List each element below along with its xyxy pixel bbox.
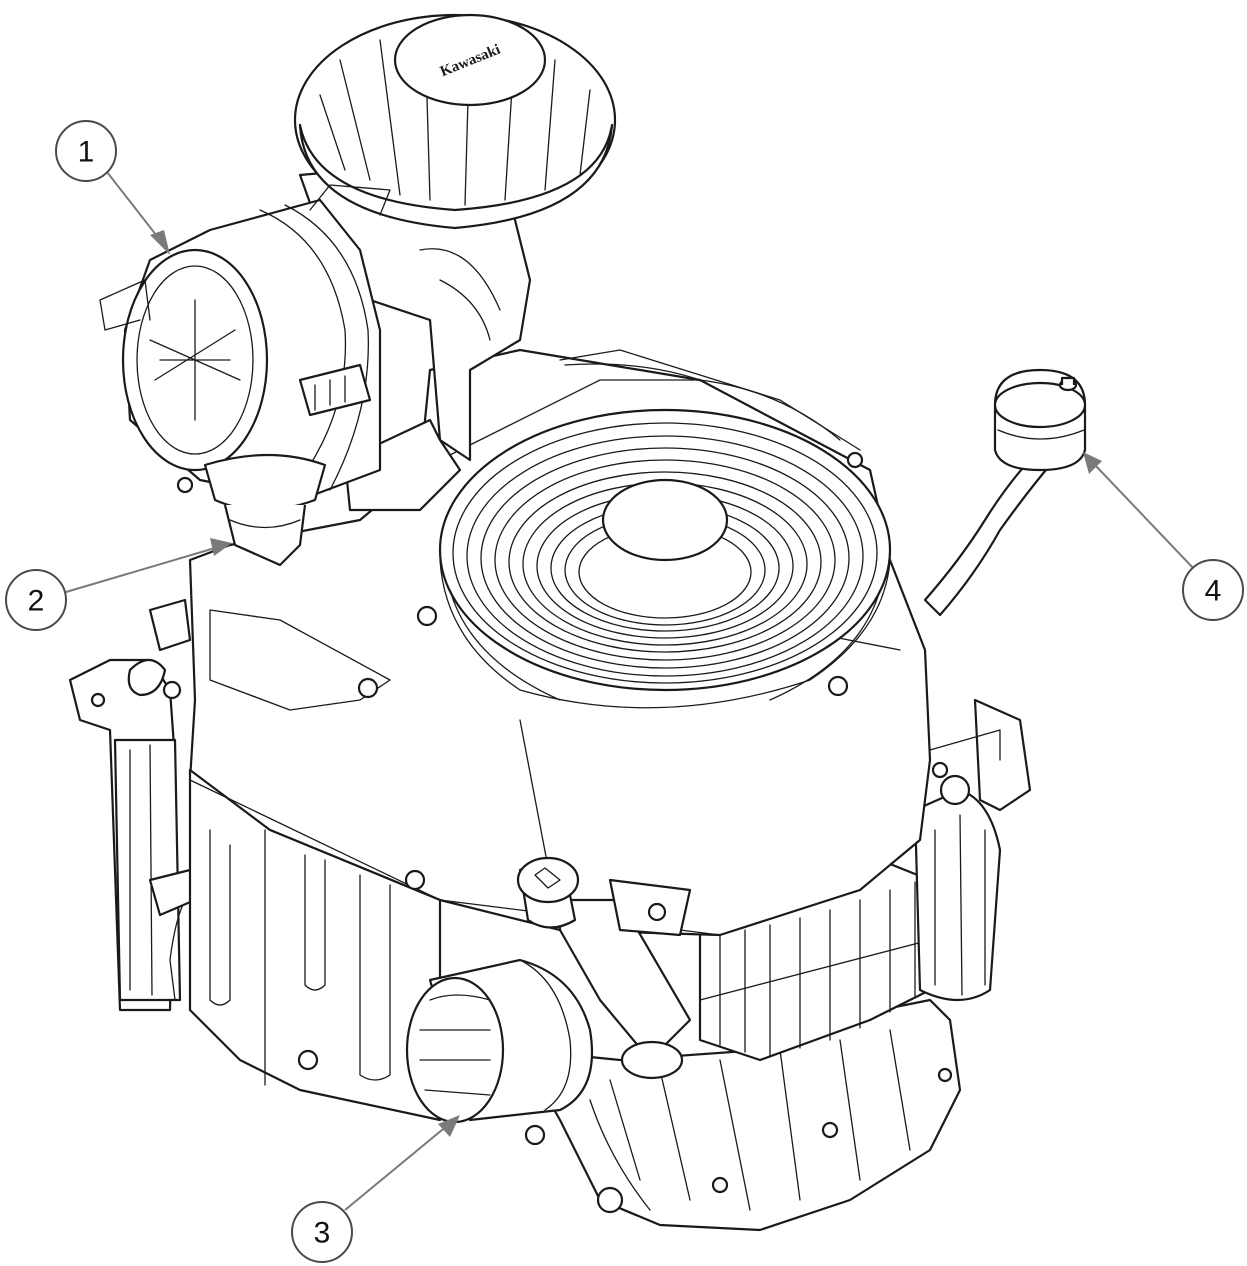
callout-2: 2 (5, 538, 232, 631)
starter-motor (913, 698, 1032, 1001)
callout-3: 3 (291, 1115, 460, 1263)
callout-3-circle (291, 1201, 353, 1263)
oil-filler (516, 856, 692, 1080)
intake-elbow (298, 158, 532, 512)
rotating-screen (438, 408, 892, 709)
callout-1-label: 1 (78, 136, 95, 169)
dust-ejector-valve (176, 453, 327, 567)
callout-2-circle (5, 569, 67, 631)
callout-3-label: 3 (314, 1217, 331, 1250)
callout-4-label: 4 (1205, 575, 1222, 608)
callout-1: 1 (55, 120, 170, 255)
air-cleaner (99, 184, 391, 502)
callout-1-circle (55, 120, 117, 182)
breather (923, 368, 1087, 617)
callout-4-circle (1182, 559, 1244, 621)
intake-cap: Kawasaki (293, 13, 617, 230)
callout-4: 4 (1083, 452, 1244, 621)
carburetor (68, 598, 197, 1012)
callout-2-label: 2 (28, 585, 45, 618)
oil-filter (405, 958, 594, 1124)
